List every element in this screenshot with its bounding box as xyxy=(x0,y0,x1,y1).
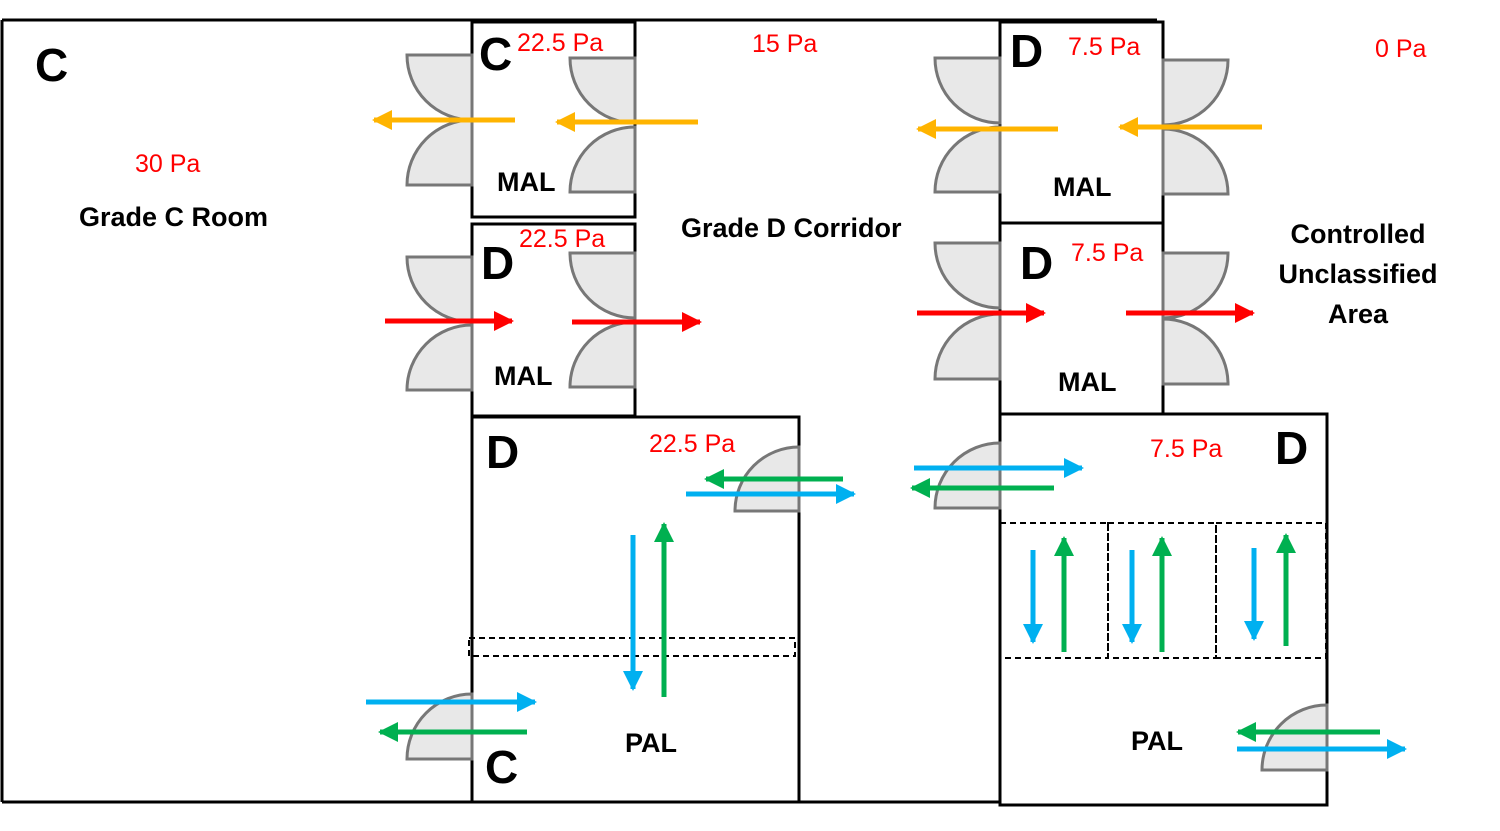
door-swing-icon xyxy=(1161,317,1230,386)
door-swing-icon xyxy=(1161,127,1230,196)
doors xyxy=(405,53,1329,772)
corridor-label: Grade D Corridor xyxy=(681,213,902,243)
door-swing-icon xyxy=(933,441,1002,510)
door-swing-icon xyxy=(405,53,474,122)
pal-left-pressure: 22.5 Pa xyxy=(649,430,735,458)
door-swing-icon xyxy=(1161,251,1230,320)
door-swing-icon xyxy=(568,56,637,125)
mal-lower-left-pressure: 22.5 Pa xyxy=(519,225,605,253)
door-swing-icon xyxy=(405,323,474,392)
controlled-area-pressure: 0 Pa xyxy=(1375,35,1427,63)
benches xyxy=(468,522,1327,659)
mal-upper-left-label: MAL xyxy=(497,167,555,197)
mal-upper-right-pressure: 7.5 Pa xyxy=(1068,33,1140,61)
door-swing-icon xyxy=(933,125,1002,194)
door-swing-icon xyxy=(1260,703,1329,772)
pal-right-walls xyxy=(998,412,1329,807)
mal-lower-left-grade: D xyxy=(481,237,514,289)
pal-left-walls xyxy=(470,415,801,804)
mal-upper-right-label: MAL xyxy=(1053,172,1111,202)
pal-right-bench-3 xyxy=(1215,522,1327,659)
pal-right-pressure: 7.5 Pa xyxy=(1150,435,1222,463)
mal-lower-right-pressure: 7.5 Pa xyxy=(1071,239,1143,267)
door-swing-icon xyxy=(568,320,637,389)
mal-upper-left-grade: C xyxy=(479,28,512,80)
door-swing-icon xyxy=(568,251,637,320)
door-swing-icon xyxy=(405,118,474,187)
corridor-pressure: 15 Pa xyxy=(752,30,817,58)
door-swing-icon xyxy=(568,125,637,194)
pal-right-bench-1 xyxy=(999,522,1109,659)
door-swing-icon xyxy=(933,312,1002,381)
pal-right-grade: D xyxy=(1275,422,1308,474)
controlled-area-label-line-1: Controlled xyxy=(1291,219,1426,249)
door-swing-icon xyxy=(933,56,1002,125)
pal-left-grade-top: D xyxy=(486,426,519,478)
grade-c-room-label: Grade C Room xyxy=(79,202,268,232)
pal-right-label: PAL xyxy=(1131,726,1183,756)
mal-upper-right-grade: D xyxy=(1010,25,1043,77)
mal-upper-left-pressure: 22.5 Pa xyxy=(517,29,603,57)
airflow-arrows xyxy=(366,110,1407,759)
mal-lower-right-label: MAL xyxy=(1058,367,1116,397)
pal-left-label: PAL xyxy=(625,728,677,758)
mal-lower-left-label: MAL xyxy=(494,361,552,391)
door-swing-icon xyxy=(405,255,474,324)
door-swing-icon xyxy=(933,241,1002,310)
door-swing-icon xyxy=(1161,58,1230,127)
controlled-area-label-line-3: Area xyxy=(1328,299,1389,329)
grade-c-room-pressure: 30 Pa xyxy=(135,150,200,178)
controlled-area-label-line-2: Unclassified xyxy=(1278,259,1437,289)
door-swing-icon xyxy=(405,692,474,761)
grade-c-room-grade: C xyxy=(35,39,68,91)
mal-lower-right-grade: D xyxy=(1020,237,1053,289)
pal-left-grade-bottom: C xyxy=(485,741,518,793)
